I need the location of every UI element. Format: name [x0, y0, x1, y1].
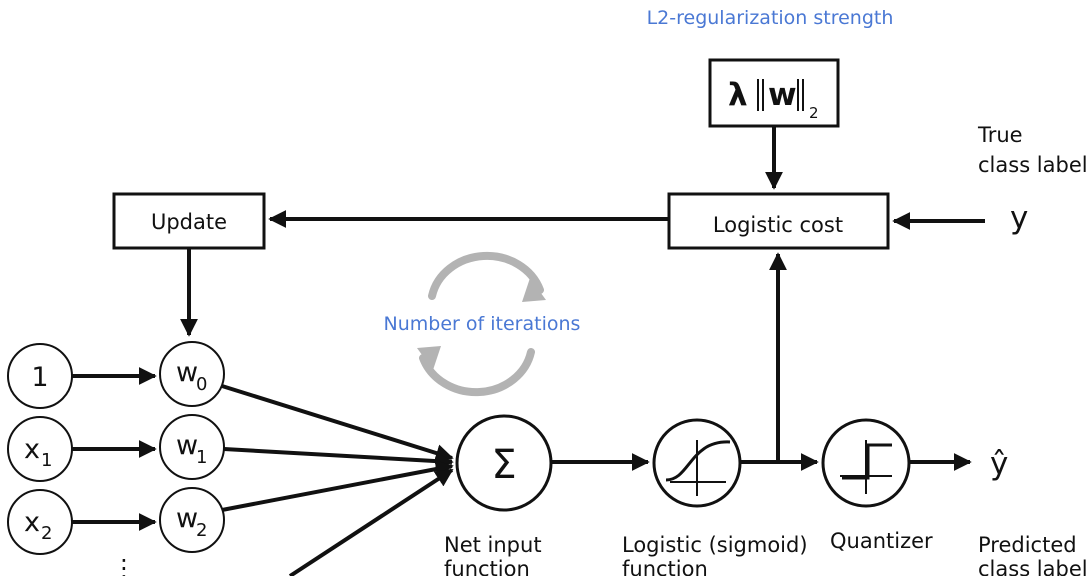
net-input-label-line2: function [444, 557, 530, 576]
true-label-line1: True [977, 123, 1023, 147]
number-of-iterations-label: Number of iterations [384, 313, 581, 335]
weight-w2-subscript: 2 [196, 520, 207, 541]
weight-node-w2 [159, 487, 225, 553]
lambda-symbol: λ [728, 77, 748, 113]
logistic-cost-box [667, 192, 890, 250]
arrow-w2-to-sum [221, 460, 454, 512]
more-inputs-dots: ⋮ [112, 554, 136, 576]
net-input-label-line1: Net input [444, 533, 542, 557]
predicted-label-line2: class label [978, 557, 1088, 576]
logistic-cost-label: Logistic cost [713, 213, 843, 237]
l2-regularization-label: L2-regularization strength [647, 7, 894, 29]
quantizer-label: Quantizer [830, 529, 933, 553]
weight-w0-label: w [176, 357, 198, 388]
arrow-wm-to-sum [288, 468, 454, 576]
step-function-icon [840, 440, 892, 494]
y-label: y [1010, 200, 1028, 236]
weight-node-w1 [159, 414, 225, 480]
sigmoid-label-line1: Logistic (sigmoid) [622, 533, 808, 557]
input-node-x2 [7, 489, 73, 555]
arrow-w1-to-sum [223, 447, 454, 471]
input-x1-label: x [24, 434, 40, 465]
weight-w1-label: w [176, 430, 198, 461]
input-bias-label: 1 [31, 362, 48, 393]
arrow-w0-to-sum [221, 384, 454, 462]
input-node-x1 [7, 416, 73, 482]
sigmoid-label-line2: function [622, 557, 708, 576]
true-label-line2: class label [978, 153, 1088, 177]
input-x1-subscript: 1 [41, 450, 52, 471]
weight-vector-symbol: w [768, 77, 797, 113]
norm-subscript: 2 [809, 104, 819, 122]
weight-w0-subscript: 0 [196, 374, 207, 395]
iterations-loop-icon [417, 251, 546, 397]
weight-w2-label: w [176, 503, 198, 534]
regularization-box [708, 58, 840, 128]
weight-node-w0 [159, 341, 225, 407]
update-label: Update [151, 210, 227, 234]
y-hat-label: ŷ [990, 446, 1008, 482]
input-x2-subscript: 2 [41, 523, 52, 544]
weight-w1-subscript: 1 [196, 447, 207, 468]
input-x2-label: x [24, 507, 40, 538]
sum-symbol: Σ [491, 442, 516, 488]
sigmoid-curve-icon [665, 440, 731, 496]
predicted-label-line1: Predicted [978, 533, 1077, 557]
